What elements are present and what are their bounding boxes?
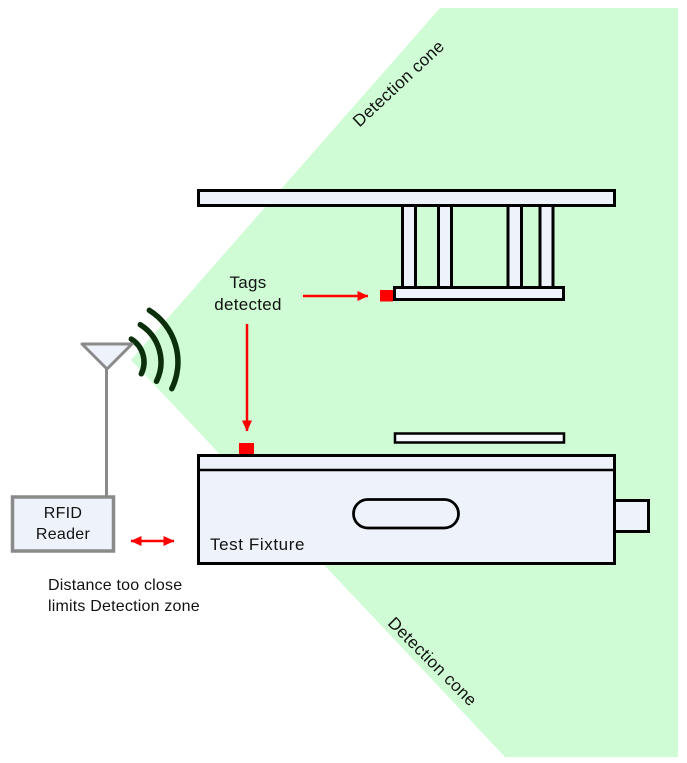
- rack-top-shelf: [197, 189, 616, 207]
- signal-waves-icon: [128, 307, 181, 392]
- tags-detected-label: Tags detected: [214, 272, 282, 316]
- rack-leg: [437, 202, 453, 291]
- distance-note: Distance too close limits Detection zone: [48, 575, 200, 617]
- tags-detected-line1: Tags: [229, 273, 267, 292]
- tag-markers: [239, 290, 393, 454]
- fixture-side-tab: [610, 499, 650, 533]
- tag-marker-square: [239, 443, 254, 454]
- rack-leg: [538, 202, 555, 291]
- thin-plate: [393, 432, 566, 444]
- rack-bottom-plate: [393, 286, 565, 301]
- red-arrows: [130, 291, 369, 546]
- rfid-reader-line2: Reader: [35, 526, 91, 543]
- rfid-reader-line1: RFID: [43, 505, 83, 522]
- rack-structure: [197, 189, 616, 301]
- antenna-icon: [80, 342, 134, 497]
- distance-note-line1: Distance too close: [48, 577, 183, 594]
- fixture-slot: [352, 498, 460, 530]
- tag-marker-square: [380, 290, 393, 302]
- tags-detected-line2: detected: [214, 295, 282, 314]
- rack-leg: [401, 202, 417, 291]
- rfid-reader-label: RFID Reader: [36, 503, 90, 545]
- rack-leg: [506, 202, 523, 291]
- rfid-reader-box: [10, 495, 116, 553]
- test-fixture-box: [197, 454, 650, 565]
- test-fixture-label: Test Fixture: [210, 535, 306, 554]
- distance-note-line2: limits Detection zone: [48, 598, 200, 615]
